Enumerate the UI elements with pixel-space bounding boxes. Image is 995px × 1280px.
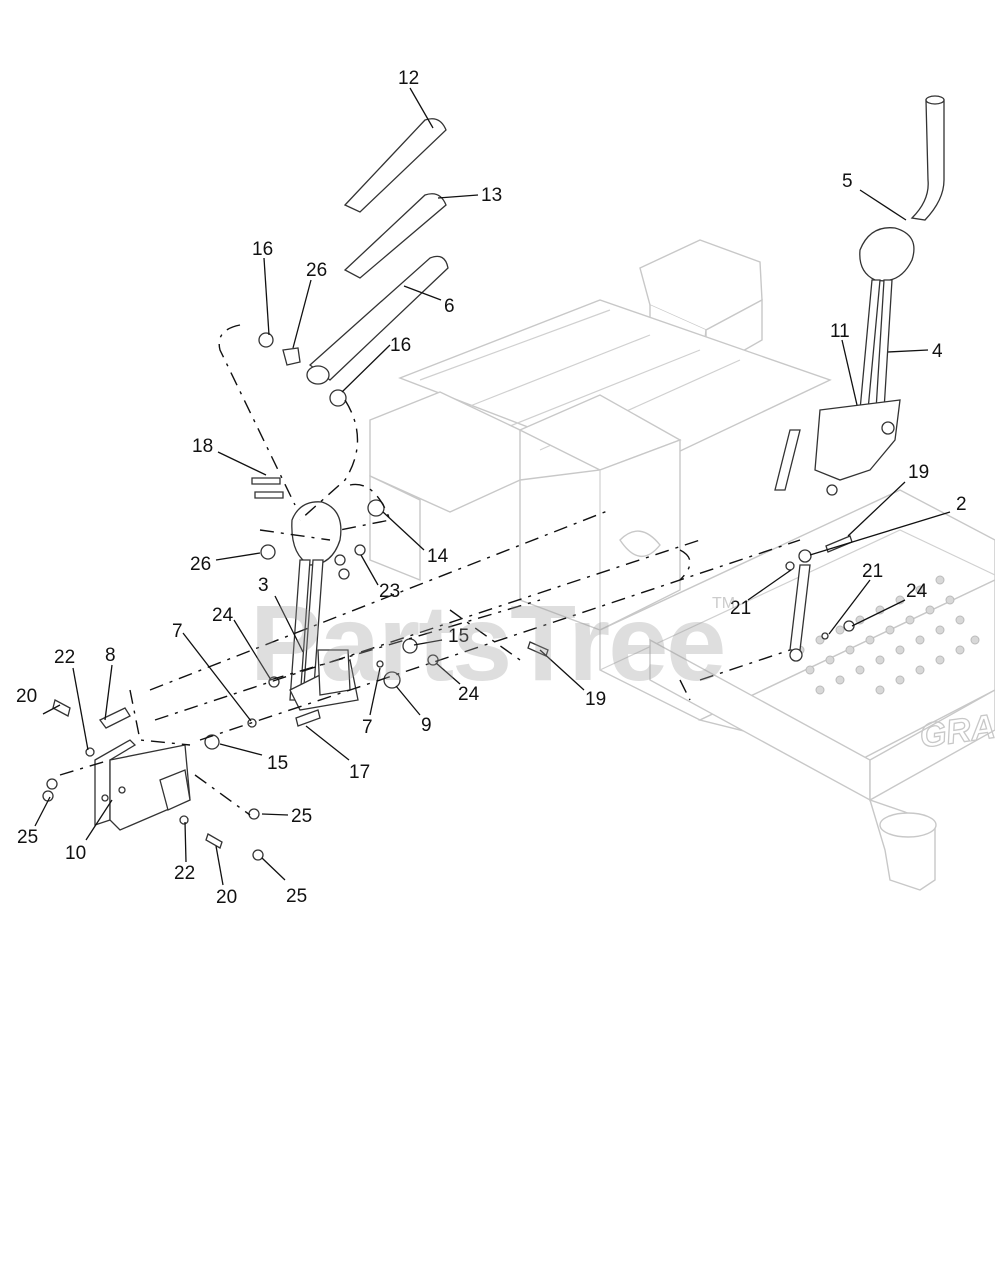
callout-16: 16 [252,239,273,260]
leader-lines [34,87,951,886]
callout-23: 23 [379,581,400,602]
left-lever-tubes [258,118,449,407]
callout-22: 22 [54,647,75,668]
callout-20: 20 [16,686,37,707]
callout-20: 20 [216,887,237,908]
callout-5: 5 [842,171,853,192]
callout-12: 12 [398,68,419,89]
left-control-assembly [251,477,385,711]
callout-26: 26 [306,260,327,281]
assembly-lines [59,324,801,816]
callout-19: 19 [908,462,929,483]
callout-14: 14 [427,546,449,567]
callout-17: 17 [349,762,370,783]
callout-24: 24 [212,605,234,626]
callout-13: 13 [481,185,502,206]
watermark-text: PartsTree [250,582,724,703]
callout-15: 15 [448,626,469,647]
right-control-lever [774,95,945,496]
callout-6: 6 [444,296,455,317]
callout-4: 4 [932,341,943,362]
callout-16: 16 [390,335,411,356]
callout-11: 11 [830,321,850,342]
callout-24: 24 [458,684,480,705]
callout-3: 3 [258,575,269,596]
callout-2: 2 [956,494,967,515]
callout-18: 18 [192,436,213,457]
callout-10: 10 [65,843,86,864]
callout-24: 24 [906,581,928,602]
callout-25: 25 [17,827,38,848]
callout-7: 7 [362,717,373,738]
callout-22: 22 [174,863,195,884]
callout-26: 26 [190,554,211,575]
callout-9: 9 [421,715,432,736]
callout-21: 21 [730,598,751,619]
callout-numbers: 12 13 16 26 6 16 5 11 4 18 14 26 23 3 19… [16,68,967,908]
callout-15: 15 [267,753,288,774]
callout-25: 25 [291,806,312,827]
callout-8: 8 [105,645,116,666]
mounting-bracket [94,739,191,831]
callout-21: 21 [862,561,883,582]
partstree-watermark: PartsTree TM [250,582,735,703]
callout-7: 7 [172,621,183,642]
callout-19: 19 [585,689,606,710]
callout-25: 25 [286,886,307,907]
mower-frame [369,239,995,891]
watermark-trademark: TM [712,595,735,612]
